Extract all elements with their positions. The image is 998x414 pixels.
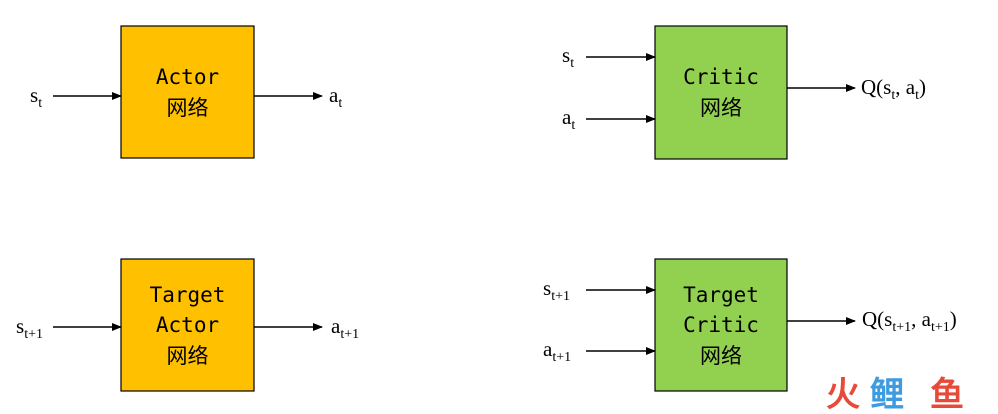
target-actor-box-line1: Target xyxy=(150,283,226,307)
actor-box xyxy=(120,25,255,159)
target-critic-input1-label: st+1 xyxy=(543,276,570,304)
actor-box-title: Actor xyxy=(156,65,219,89)
target-actor-input-label: st+1 xyxy=(16,314,43,342)
target-actor-box-line2: Actor xyxy=(156,313,219,337)
target-actor-box xyxy=(120,258,255,392)
target-critic-input2-label: at+1 xyxy=(543,337,571,365)
actor-box-subtitle: 网络 xyxy=(167,96,209,120)
critic-network: Critic 网络 st at Q(st, at) xyxy=(562,25,926,160)
watermark-char-fire: 火 xyxy=(826,375,860,414)
critic-box-subtitle: 网络 xyxy=(700,96,742,120)
watermark-char-fish: 鱼 xyxy=(930,375,964,414)
target-critic-output-label: Q(st+1, at+1) xyxy=(862,307,957,335)
target-actor-network: Target Actor 网络 st+1 at+1 xyxy=(16,258,359,392)
critic-box-title: Critic xyxy=(683,65,759,89)
watermark-logo: 火 鲤 鱼 xyxy=(826,375,964,414)
critic-input1-label: st xyxy=(562,43,574,71)
target-critic-box-line1: Target xyxy=(683,283,759,307)
watermark-char-carp: 鲤 xyxy=(870,375,904,414)
target-critic-box xyxy=(654,258,788,392)
target-actor-box-line3: 网络 xyxy=(167,344,209,368)
target-critic-network: Target Critic 网络 st+1 at+1 Q(st+1, at+1) xyxy=(543,258,957,392)
critic-output-label: Q(st, at) xyxy=(861,75,926,103)
target-critic-box-line2: Critic xyxy=(683,313,759,337)
actor-input-label: st xyxy=(30,83,42,111)
target-actor-output-label: at+1 xyxy=(331,314,359,342)
critic-box xyxy=(654,25,788,160)
actor-network: Actor 网络 st at xyxy=(30,25,342,159)
actor-output-label: at xyxy=(329,83,342,111)
target-critic-box-line3: 网络 xyxy=(700,344,742,368)
critic-input2-label: at xyxy=(562,105,575,133)
